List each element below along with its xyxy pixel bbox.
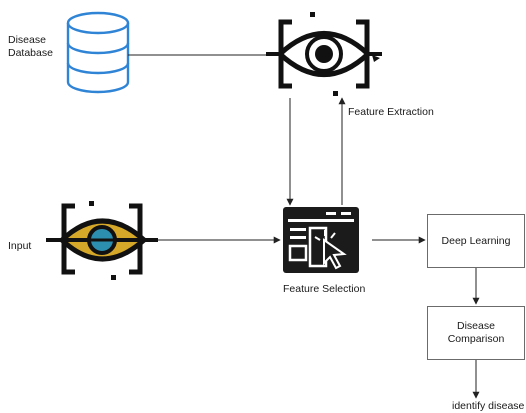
eye-scan-icon [266,12,382,96]
window-cursor-icon [283,207,359,273]
database-icon [66,11,130,94]
disease-database-label-line1: Disease [8,34,46,46]
identify-disease-label: identify disease [452,400,525,412]
disease-comparison-box: Disease Comparison [427,306,525,360]
feature-extraction-label: Feature Extraction [348,106,434,118]
input-label: Input [8,240,32,252]
feature-selection-label: Feature Selection [283,283,366,295]
disease-comparison-label-line1: Disease [457,320,495,332]
disease-database-label-line2: Database [8,47,53,59]
disease-database-label: Disease Database [8,34,53,60]
colored-eye-scan-icon [46,201,158,280]
deep-learning-label: Deep Learning [441,234,511,247]
deep-learning-box: Deep Learning [427,214,525,268]
disease-comparison-label-line2: Comparison [447,333,505,345]
